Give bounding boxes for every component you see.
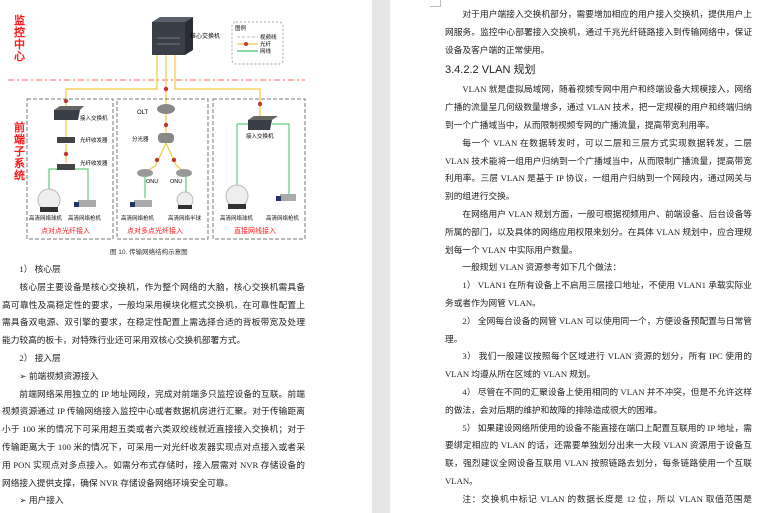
camera-label: 高清网络球机 [220,214,254,222]
paragraph: 5） 如果建设网络所使用的设备不能直接在端口上配置互联用的 IP 地址，需要绑定… [445,422,752,486]
onu-icon [137,169,192,177]
side-label-front-subsystem: 前端子系统 [14,122,25,182]
olt-label: OLT [137,110,149,116]
group-box-direct [212,98,306,240]
bullet-camera-icon [74,200,96,207]
group-box-p2mp [116,98,209,240]
access-switch-label: 接入交换机 [80,114,108,122]
group-label-p2mp: 点对多点光纤接入 [127,226,183,235]
core-switch-label: 核心交换机 [190,32,220,40]
legend-item-fiber: 光纤 [260,40,272,48]
paragraph: 4） 尽管在不同的汇聚设备上使用相同的 VLAN 并不冲突，但是不允许这样的做法… [445,386,752,415]
onu-label-1: ONU [146,179,158,185]
legend-box [231,21,284,65]
left-page: 监控中心 前端子系统 核心交换机 图例 视频线 光纤 网线 [0,0,372,513]
paragraph: 在网络用户 VLAN 规划方面，一般可根据视频用户、前端设备、后台设备等所属的部… [445,208,752,255]
side-label-monitoring-center: 监控中心 [14,15,25,63]
half-dome-camera-icon [176,191,194,209]
bullet-item: ➢ 前端视频资源接入 [2,368,305,386]
right-page: 对于用户端接入交换机部分，需要增加相应的用户接入交换机，提供用户上网服务。监控中… [390,0,760,513]
bullet-item: ➢ 用户接入 [2,492,305,510]
group-label-direct: 直接网线接入 [234,226,276,235]
paragraph: 注：交换机中标记 VLAN 的数据长度是 12 位，所以 VLAN 取值范围是 … [445,493,752,513]
access-switch-label-2: 接入交换机 [246,132,274,140]
paragraph: 每一个 VLAN 在数据转发时，可以二层和三层方式实现数据转发，二层 VLAN … [445,137,752,202]
bullet-camera-icon [276,194,296,201]
paragraph: 一般规划 VLAN 资源参考如下几个做法： [462,262,622,273]
list-item: 2） 接入层 [19,352,61,363]
access-switch-icon [248,116,278,130]
paragraph: VLAN 就是虚拟局域网，随着视频专网中用户和终端设备大规模接入，网络广播的流量… [445,84,752,130]
paragraph: 1） VLAN1 在所有设备上不启用三层接口地址，不使用 VLAN1 承载实际业… [445,280,752,308]
list-item: 1） 核心层 [19,264,61,274]
camera-label: 高清网络枪机 [68,214,102,222]
fiber-transceiver-icon [57,164,75,170]
arrow-bullet-icon: ➢ [19,495,29,506]
bullet-text: 用户接入 [28,495,64,506]
left-body-text: 1） 核心层核心层主要设备是核心交换机，作为整个网络的大脑，核心交换机需具备高可… [2,261,305,510]
paragraph: 核心层主要设备是核心交换机，作为整个网络的大脑，核心交换机需具备高可靠性及高稳定… [2,281,305,346]
group-label-p2p: 点对点光纤接入 [41,226,90,235]
cable-lines [48,123,290,200]
fiber-transceiver-icon [57,137,75,143]
page-gap [372,0,390,513]
fiber-transceiver-label-2: 光纤收发器 [80,159,108,167]
camera-label: 高清网络半球 [168,214,202,222]
camera-label: 高清网络枪机 [121,214,155,222]
paragraph: 前端网络采用独立的 IP 地址网段，完成对前端多只监控设备的互联。前端视频资源通… [2,388,305,488]
olt-icon [157,104,175,114]
page-corner-mark [430,0,441,7]
bullet-camera-icon [130,200,152,207]
right-body-text: 对于用户端接入交换机部分，需要增加相应的用户接入交换机，提供用户上网服务。监控中… [445,6,752,513]
paragraph: 对于用户端接入交换机部分，需要增加相应的用户接入交换机，提供用户上网服务。监控中… [445,9,752,55]
network-diagram: 核心交换机 图例 视频线 光纤 网线 [8,17,306,256]
camera-label: 高清网络球机 [29,214,63,222]
access-switch-icon [54,106,84,120]
splitter-label: 分光器 [132,135,149,143]
splitter-icon [158,133,174,143]
fiber-connectors [63,86,263,163]
legend-item-cable: 网线 [260,47,272,55]
figure-caption: 图 10. 传输网络结构示意图 [110,247,188,256]
fiber-transceiver-label-1: 光纤收发器 [80,136,108,144]
group-box-p2p [26,98,114,240]
arrow-bullet-icon: ➢ [19,370,29,381]
bullet-text: 前端视频资源接入 [28,370,99,381]
section-heading: 3.4.2.2 VLAN 规划 [445,64,536,77]
dome-camera-icon [37,188,61,212]
legend-item-video: 视频线 [260,33,277,41]
camera-label: 高清网络枪机 [266,214,300,222]
onu-label-2: ONU [170,179,182,185]
paragraph: 2） 全网每台设备的网管 VLAN 可以使用同一个，方便设备预配置与日常管理。 [445,315,752,344]
dome-camera-icon [225,184,249,209]
paragraph: 3） 我们一般建议按照每个区域进行 VLAN 资源的划分，所有 IPC 使用的 … [445,351,752,380]
legend-title: 图例 [235,24,247,32]
core-switch-icon [152,17,193,55]
